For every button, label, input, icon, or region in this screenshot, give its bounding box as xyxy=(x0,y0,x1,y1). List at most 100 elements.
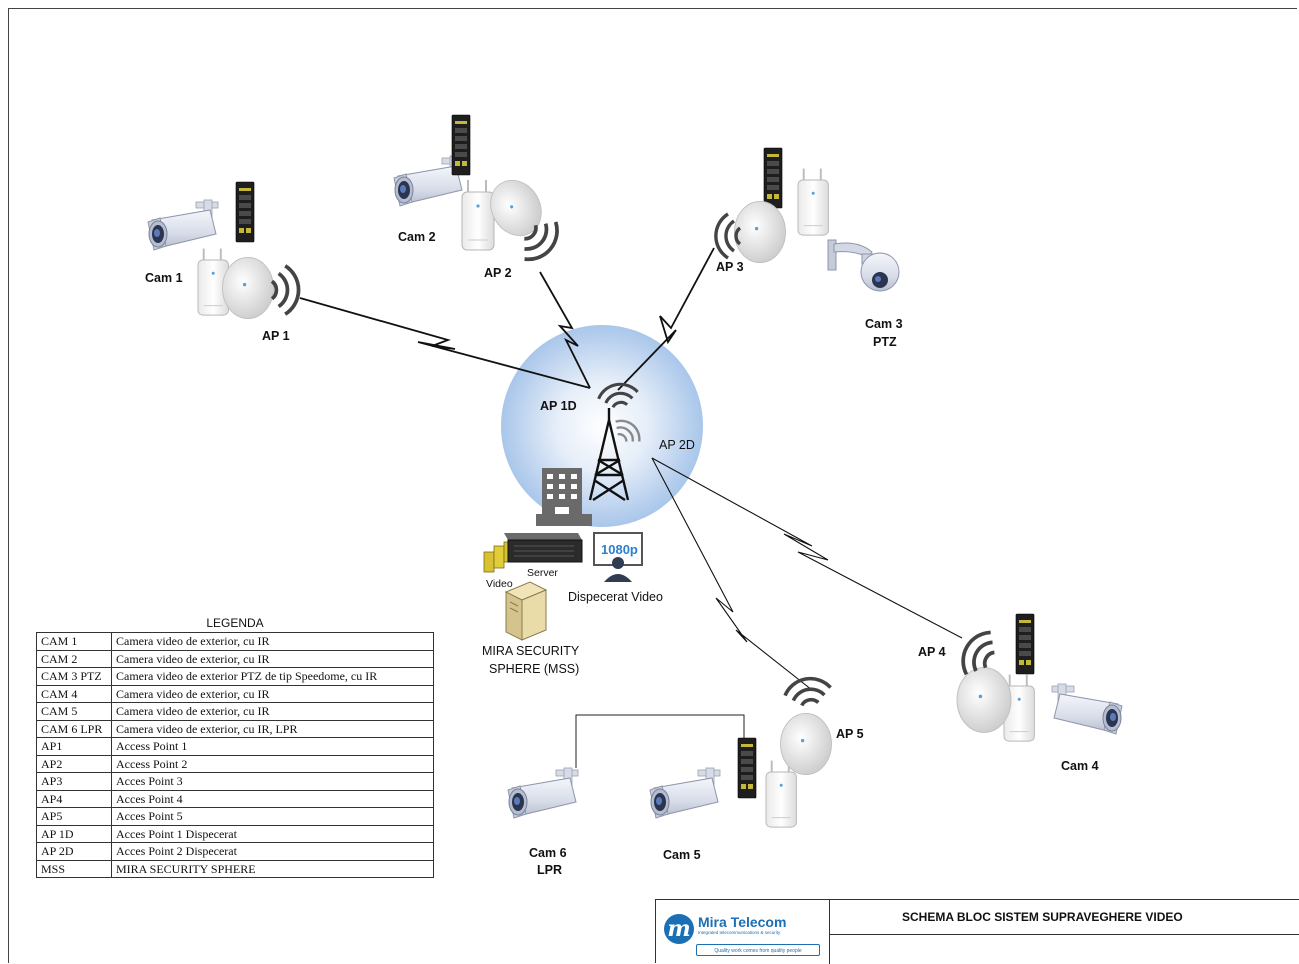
ap5-wifi-icon xyxy=(781,673,835,710)
ap4-label: AP 4 xyxy=(918,645,946,659)
company-logo: m Mira Telecom Integrated telecommunicat… xyxy=(656,900,830,964)
screen-resolution-badge: 1080p xyxy=(601,542,638,557)
legend-description: Camera video de exterior, cu IR xyxy=(111,702,434,721)
mss-label-line2: SPHERE (MSS) xyxy=(489,662,579,676)
legend-description: Acces Point 2 Dispecerat xyxy=(111,842,434,861)
cam6-label-line1: Cam 6 xyxy=(529,846,567,860)
link-ap2-ap1d xyxy=(539,271,591,389)
mss-server-icon xyxy=(504,581,548,641)
cam6-camera-icon xyxy=(507,767,579,819)
cam2-label: Cam 2 xyxy=(398,230,436,244)
building-icon xyxy=(536,468,592,526)
site-4: AP 4 Cam 4 xyxy=(918,613,1123,773)
site-5: AP 5 Cam 5 Cam 6 LPR xyxy=(507,673,864,877)
cam4-label: Cam 4 xyxy=(1061,759,1099,773)
site3-switch-icon xyxy=(763,147,783,209)
link-ap3-ap1d xyxy=(617,247,715,391)
site-3: AP 3 Cam 3 PTZ xyxy=(714,147,903,349)
legend-code: AP1 xyxy=(36,737,112,756)
site2-switch-icon xyxy=(451,114,471,176)
radio-tower-icon xyxy=(588,408,630,502)
link-ap1-ap1d xyxy=(299,297,591,389)
site4-switch-icon xyxy=(1015,613,1035,675)
drawing-frame xyxy=(8,8,1297,963)
cam3-label-line1: Cam 3 xyxy=(865,317,903,331)
legend-code: MSS xyxy=(36,859,112,878)
ptz-camera-icon xyxy=(827,239,900,292)
legend-description: Acces Point 4 xyxy=(111,789,434,808)
ap3-label: AP 3 xyxy=(716,260,744,274)
dispatch-label: Dispecerat Video xyxy=(568,590,663,604)
company-subtitle: Integrated telecommunications & security xyxy=(698,930,781,935)
cam5-label: Cam 5 xyxy=(663,848,701,862)
legend-description: Acces Point 1 Dispecerat xyxy=(111,824,434,843)
legend-description: MIRA SECURITY SPHERE xyxy=(111,859,434,878)
rack-server-icon xyxy=(504,533,583,563)
site-2: Cam 2 AP 2 xyxy=(393,114,568,280)
legend-description: Access Point 2 xyxy=(111,754,434,773)
ap4-dish-icon xyxy=(956,667,1012,733)
legend-code: CAM 5 xyxy=(36,702,112,721)
ap3-dish-icon xyxy=(734,200,786,264)
legend-description: Access Point 1 xyxy=(111,737,434,756)
legend-code: AP 1D xyxy=(36,824,112,843)
legend-code: AP2 xyxy=(36,754,112,773)
ap1-label: AP 1 xyxy=(262,329,290,343)
legend-code: AP4 xyxy=(36,789,112,808)
title-block: m Mira Telecom Integrated telecommunicat… xyxy=(655,899,1299,964)
legend-code: CAM 1 xyxy=(36,632,112,651)
legend-code: CAM 4 xyxy=(36,684,112,703)
cam1-camera-icon xyxy=(147,199,219,251)
legend-description: Camera video de exterior, cu IR, LPR xyxy=(111,719,434,738)
wireless-links xyxy=(299,247,963,691)
legend-description: Acces Point 5 xyxy=(111,807,434,826)
ap1-dish-icon xyxy=(222,256,274,320)
legend-code: AP5 xyxy=(36,807,112,826)
legend-code: CAM 3 PTZ xyxy=(36,667,112,686)
company-tagline: Quality work comes from quality people xyxy=(696,944,820,956)
site2-ap-icon xyxy=(461,179,495,251)
cam1-label: Cam 1 xyxy=(145,271,183,285)
legend-code: AP 2D xyxy=(36,842,112,861)
site5-ap-icon xyxy=(765,759,798,829)
legend-description: Camera video de exterior, cu IR xyxy=(111,632,434,651)
cam5-camera-icon xyxy=(649,767,721,819)
drawing-title-cell: SCHEMA BLOC SISTEM SUPRAVEGHERE VIDEO xyxy=(830,900,1299,935)
ap2-label: AP 2 xyxy=(484,266,512,280)
legend-code: CAM 6 LPR xyxy=(36,719,112,738)
link-ap5-ap2d xyxy=(651,457,813,691)
site3-ap-icon xyxy=(797,167,830,237)
company-name: Mira Telecom xyxy=(698,914,787,930)
mira-logo-icon: m xyxy=(664,914,694,944)
site1-switch-icon xyxy=(235,181,255,243)
ap5-label: AP 5 xyxy=(836,727,864,741)
cam6-label-line2: LPR xyxy=(537,863,562,877)
mss-label-line1: MIRA SECURITY xyxy=(482,644,580,658)
video-label: Video xyxy=(486,578,513,590)
site5-switch-icon xyxy=(737,737,757,799)
legend-description: Acces Point 3 xyxy=(111,772,434,791)
ap1d-label: AP 1D xyxy=(540,399,577,413)
legend-description: Camera video de exterior, cu IR xyxy=(111,649,434,668)
cam3-label-line2: PTZ xyxy=(873,335,897,349)
legend-description: Camera video de exterior, cu IR xyxy=(111,684,434,703)
legend-description: Camera video de exterior PTZ de tip Spee… xyxy=(111,667,434,686)
legend-code: CAM 2 xyxy=(36,649,112,668)
